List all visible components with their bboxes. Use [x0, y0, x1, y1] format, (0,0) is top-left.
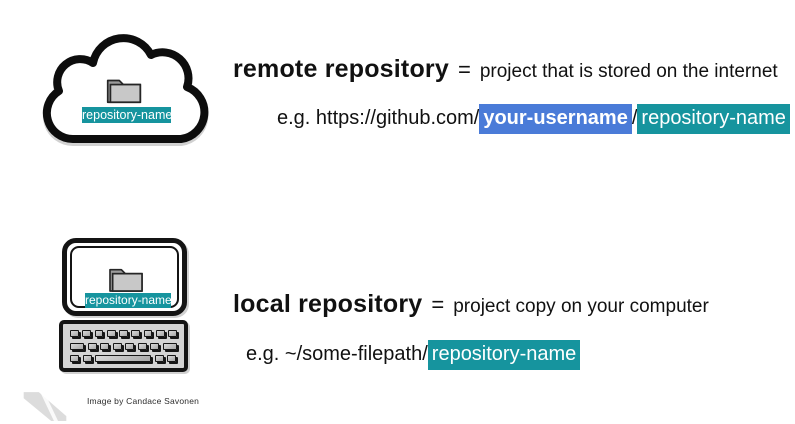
keyboard-key [112, 342, 122, 350]
local-repo-highlight: repository-name [427, 340, 581, 370]
keyboard-key [154, 355, 164, 362]
keyboard-key [82, 355, 92, 362]
cloud-icon: repository-name [31, 21, 217, 147]
local-term: local repository [233, 290, 423, 318]
remote-example-url: e.g. https://github.com/ your-username /… [277, 104, 790, 134]
keyboard-key [100, 342, 110, 350]
keyboard-icon [59, 320, 188, 372]
keyboard-key [150, 342, 160, 350]
folder-icon [107, 265, 145, 293]
cloud-repo-label: repository-name [82, 107, 173, 123]
folder-icon [105, 75, 143, 105]
keyboard-row [70, 330, 177, 337]
username-highlight: your-username [479, 104, 632, 134]
computer-repo-label: repository-name [85, 293, 172, 308]
keyboard-key [106, 330, 116, 337]
keyboard-key [137, 342, 147, 350]
keyboard-key [168, 330, 177, 337]
keyboard-key [155, 330, 165, 337]
remote-term: remote repository [233, 55, 449, 83]
keyboard-row [70, 355, 177, 362]
remote-definition-line: remote repository = project that is stor… [233, 55, 778, 84]
keyboard-key [163, 342, 177, 350]
keyboard-key [70, 342, 84, 350]
url-slash: / [631, 107, 638, 129]
local-equals-sign: = [431, 292, 445, 317]
remote-equals-sign: = [457, 57, 471, 82]
remote-example-prefix: e.g. https://github.com/ [277, 107, 480, 129]
keyboard-key [143, 330, 153, 337]
local-definition-text: project copy on your computer [453, 296, 709, 317]
keyboard-key [82, 330, 91, 337]
computer-icon: repository-name [58, 236, 190, 376]
keyboard-key [131, 330, 141, 337]
spacebar-key [95, 355, 152, 362]
keyboard-key [87, 342, 97, 350]
logo-ribbon-icon [23, 392, 67, 421]
keyboard-key [94, 330, 104, 337]
keyboard-key [119, 330, 128, 337]
keyboard-key [125, 342, 135, 350]
keyboard-key [70, 355, 79, 362]
keyboard-key [167, 355, 177, 362]
local-definition-line: local repository = project copy on your … [233, 290, 709, 319]
local-example-prefix: e.g. ~/some-filepath/ [246, 343, 428, 365]
remote-repo-highlight: repository-name [637, 104, 790, 134]
keyboard-row [70, 342, 177, 350]
attribution-text: Image by Candace Savonen [87, 396, 200, 406]
remote-definition-text: project that is stored on the internet [479, 61, 778, 82]
local-example-path: e.g. ~/some-filepath/ repository-name [246, 340, 581, 370]
keyboard-key [70, 330, 79, 337]
